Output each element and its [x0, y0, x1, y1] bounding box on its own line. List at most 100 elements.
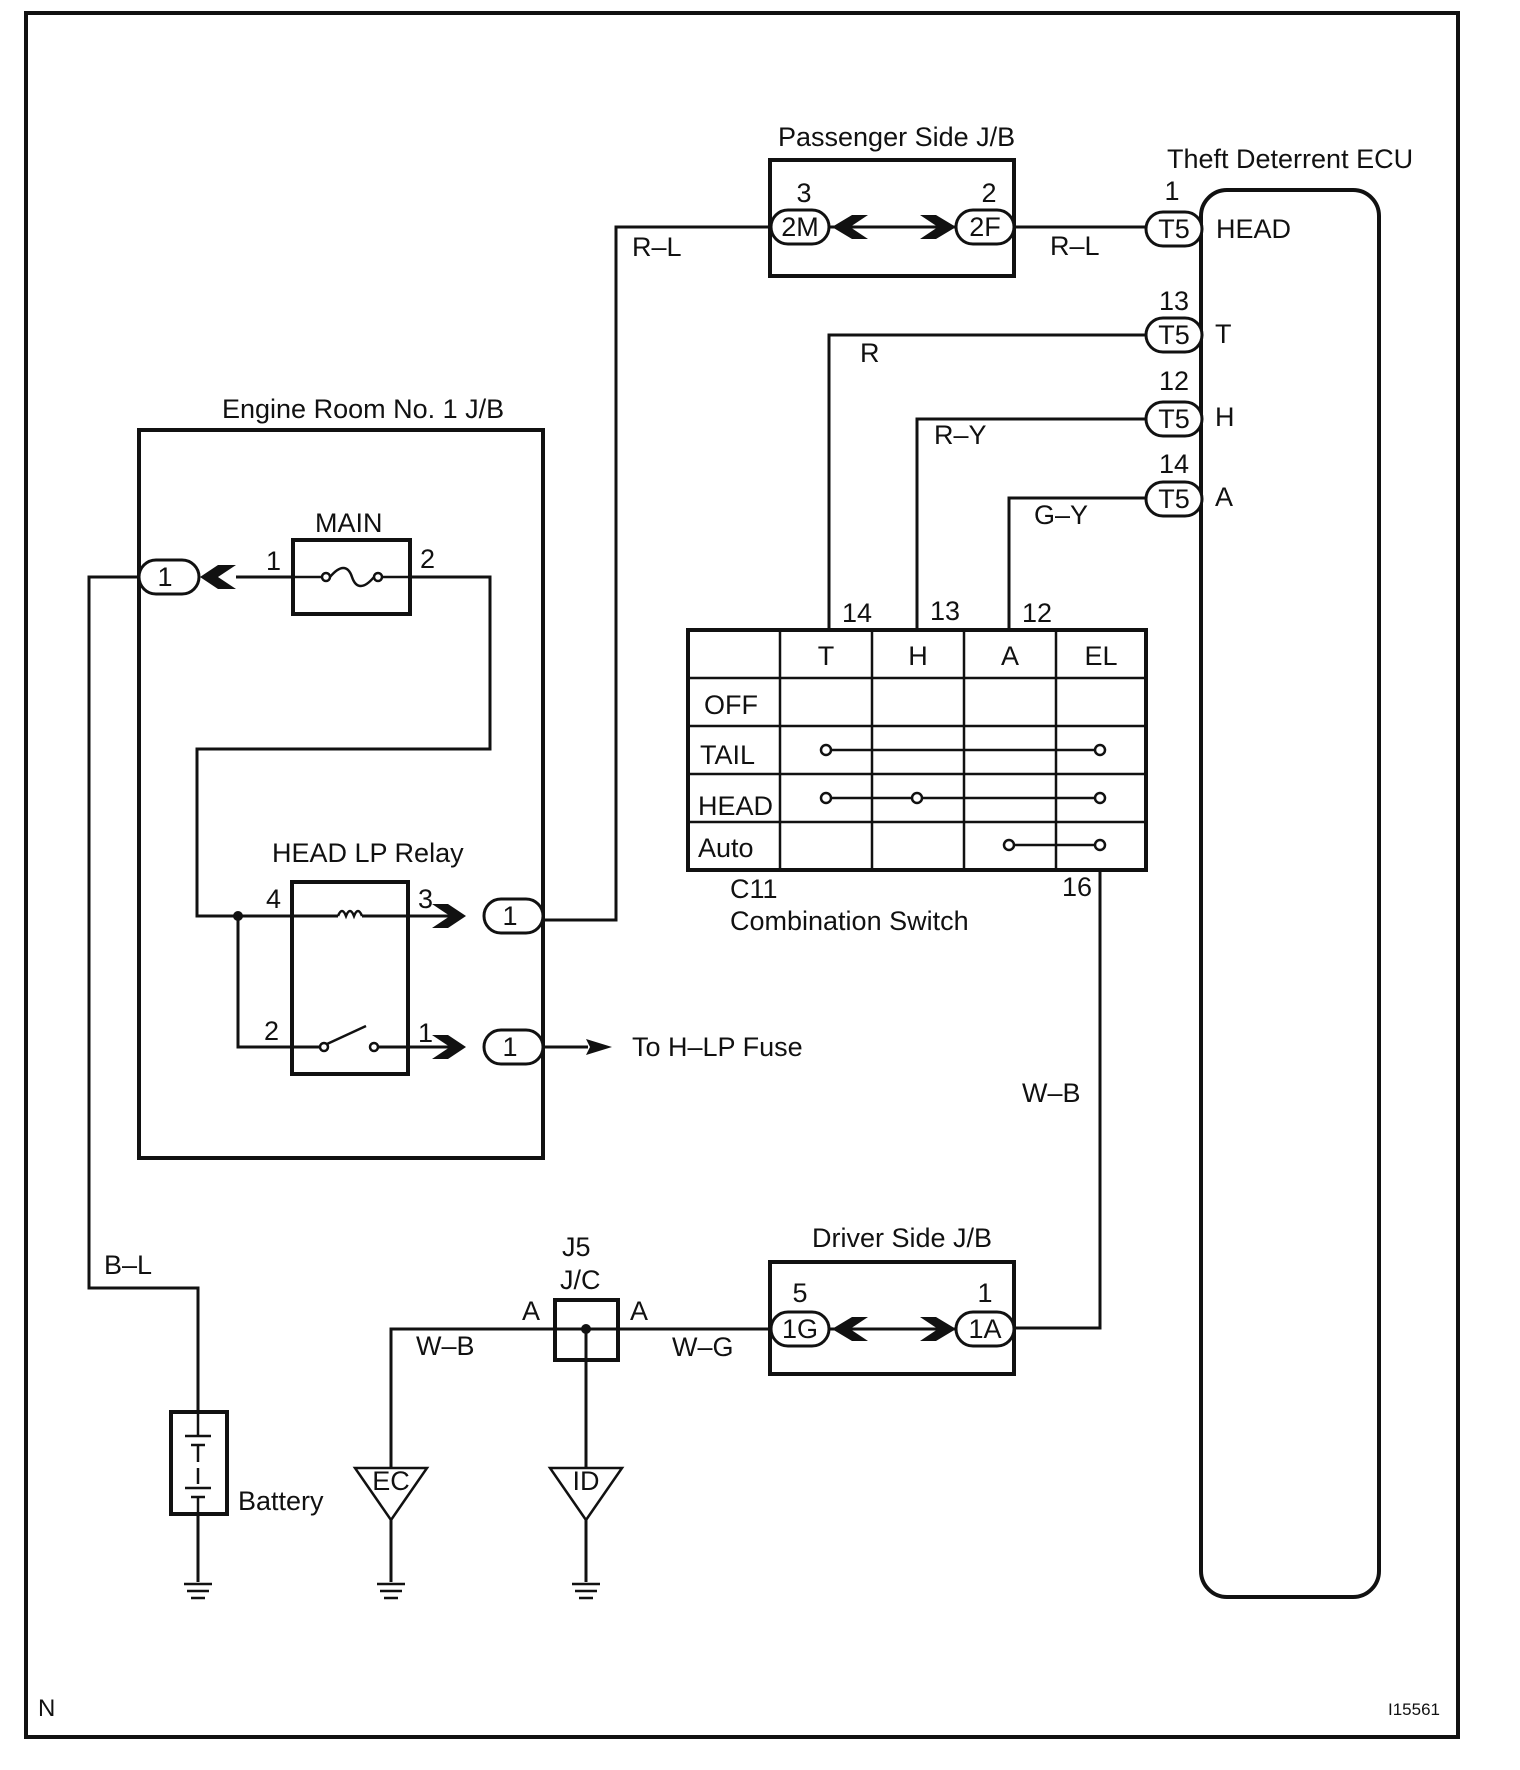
svg-text:2F: 2F — [969, 212, 1001, 242]
ecu-terminal-head: HEAD — [1216, 214, 1291, 244]
pjb-connector-2f: 2F 2 — [954, 178, 1016, 246]
sw-row-head: HEAD — [698, 791, 773, 821]
wire-g-y: G–Y — [1007, 496, 1146, 630]
battery: Battery — [169, 1410, 324, 1582]
sw-col-h: H — [908, 641, 928, 671]
svg-text:2M: 2M — [781, 212, 819, 242]
engine-room-jb-title: Engine Room No. 1 J/B — [222, 394, 504, 424]
ground-point-ec: EC — [352, 1466, 430, 1582]
sw-row-off: OFF — [704, 690, 758, 720]
passenger-jb-title: Passenger Side J/B — [778, 122, 1015, 152]
driver-jb-title: Driver Side J/B — [812, 1223, 992, 1253]
svg-text:W–B: W–B — [416, 1331, 475, 1361]
svg-text:W–B: W–B — [1022, 1078, 1081, 1108]
theft-deterrent-ecu: Theft Deterrent ECU HEAD T H A — [1167, 144, 1413, 1599]
svg-text:3: 3 — [796, 178, 811, 208]
sw-col-a: A — [1001, 641, 1019, 671]
junction-connector-j5: J5 J/C A A — [522, 1232, 648, 1362]
svg-text:1: 1 — [1164, 176, 1179, 206]
combination-switch: 14 13 12 T H A EL OFF TAIL HEAD Auto C11… — [686, 596, 1148, 936]
sw-col-el: EL — [1084, 641, 1117, 671]
pjb-connector-2m: 2M 3 — [769, 178, 831, 246]
svg-text:R–L: R–L — [632, 232, 682, 262]
djb-connector-1g: 1G 5 — [769, 1278, 831, 1348]
figure-code: I15561 — [1388, 1700, 1440, 1719]
svg-text:2: 2 — [981, 178, 996, 208]
svg-text:A: A — [630, 1296, 648, 1326]
wire-r: R — [827, 333, 1146, 630]
svg-text:1: 1 — [977, 1278, 992, 1308]
ground-ec-icon — [377, 1582, 405, 1600]
sw-pin-12: 12 — [1022, 598, 1052, 628]
erjb-connector-main: 1 — [137, 558, 293, 596]
svg-text:W–G: W–G — [672, 1332, 734, 1362]
jc-name: J/C — [560, 1265, 601, 1295]
page-frame — [24, 11, 1460, 1739]
sw-pin-14: 14 — [842, 598, 872, 628]
svg-text:ID: ID — [573, 1466, 600, 1496]
combo-code: C11 — [730, 874, 778, 904]
svg-text:12: 12 — [1159, 366, 1189, 396]
sw-row-tail: TAIL — [700, 740, 755, 770]
erjb-connector-relay1: 1 — [408, 1028, 545, 1066]
svg-text:T5: T5 — [1158, 320, 1190, 350]
svg-text:5: 5 — [792, 1278, 807, 1308]
sw-col-t: T — [818, 641, 835, 671]
svg-text:2: 2 — [264, 1016, 279, 1046]
sw-pin-16: 16 — [1062, 872, 1092, 902]
svg-text:EC: EC — [372, 1466, 410, 1496]
ecu-connector-head: T5 1 — [1144, 176, 1204, 248]
svg-text:B–L: B–L — [104, 1250, 152, 1280]
svg-text:1: 1 — [502, 901, 517, 931]
erjb-connector-relay3: 1 — [408, 897, 545, 935]
svg-text:13: 13 — [1159, 286, 1189, 316]
head-lp-relay: HEAD LP Relay 4 3 2 1 — [264, 838, 464, 1076]
svg-text:R–L: R–L — [1050, 231, 1100, 261]
battery-label: Battery — [238, 1486, 324, 1516]
svg-text:1G: 1G — [782, 1314, 818, 1344]
ecu-terminal-t: T — [1215, 319, 1232, 349]
svg-text:R: R — [860, 338, 880, 368]
wire-w-b-switch: W–B — [1014, 870, 1102, 1330]
engine-room-jb: Engine Room No. 1 J/B MAIN 1 2 1 HEAD LP… — [137, 394, 545, 1160]
wire-w-g: W–G — [618, 1327, 771, 1362]
ecu-terminal-h: H — [1215, 402, 1235, 432]
main-fuse: MAIN 1 2 — [266, 508, 435, 616]
sw-pin-13: 13 — [930, 596, 960, 626]
ground-battery-icon — [184, 1582, 212, 1600]
wire-b-l: B–L — [87, 575, 200, 1410]
ground-point-id: ID — [547, 1466, 625, 1582]
svg-text:1: 1 — [418, 1018, 433, 1048]
svg-text:T5: T5 — [1158, 484, 1190, 514]
driver-side-jb: Driver Side J/B 1G 5 1A 1 — [768, 1223, 1016, 1376]
relay-label: HEAD LP Relay — [272, 838, 464, 868]
svg-text:T5: T5 — [1158, 404, 1190, 434]
to-hlp-fuse-label: To H–LP Fuse — [632, 1032, 803, 1062]
corner-mark-n: N — [38, 1695, 55, 1722]
ecu-connector-t: T5 13 — [1144, 286, 1204, 354]
to-hlp-fuse: To H–LP Fuse — [543, 1032, 803, 1062]
svg-text:1A: 1A — [968, 1314, 1001, 1344]
ground-id-icon — [572, 1582, 600, 1600]
wire-r-y: R–Y — [915, 417, 1146, 630]
svg-text:4: 4 — [266, 884, 281, 914]
svg-text:1: 1 — [157, 562, 172, 592]
svg-text:14: 14 — [1159, 449, 1189, 479]
svg-text:T5: T5 — [1158, 214, 1190, 244]
wire-w-b-ground: W–B — [389, 1327, 555, 1468]
djb-connector-1a: 1A 1 — [954, 1278, 1016, 1348]
svg-text:R–Y: R–Y — [934, 420, 987, 450]
ecu-box — [1199, 188, 1381, 1599]
main-fuse-label: MAIN — [315, 508, 383, 538]
wire-rl: R–L R–L — [508, 225, 1146, 922]
svg-text:A: A — [522, 1296, 540, 1326]
ecu-connector-a: T5 14 — [1144, 449, 1204, 518]
ecu-terminal-a: A — [1215, 482, 1233, 512]
jc-code: J5 — [562, 1232, 591, 1262]
ecu-connector-h: T5 12 — [1144, 366, 1204, 438]
ecu-title: Theft Deterrent ECU — [1167, 144, 1413, 174]
svg-text:G–Y: G–Y — [1034, 500, 1088, 530]
sw-row-auto: Auto — [698, 833, 754, 863]
combo-name: Combination Switch — [730, 906, 969, 936]
